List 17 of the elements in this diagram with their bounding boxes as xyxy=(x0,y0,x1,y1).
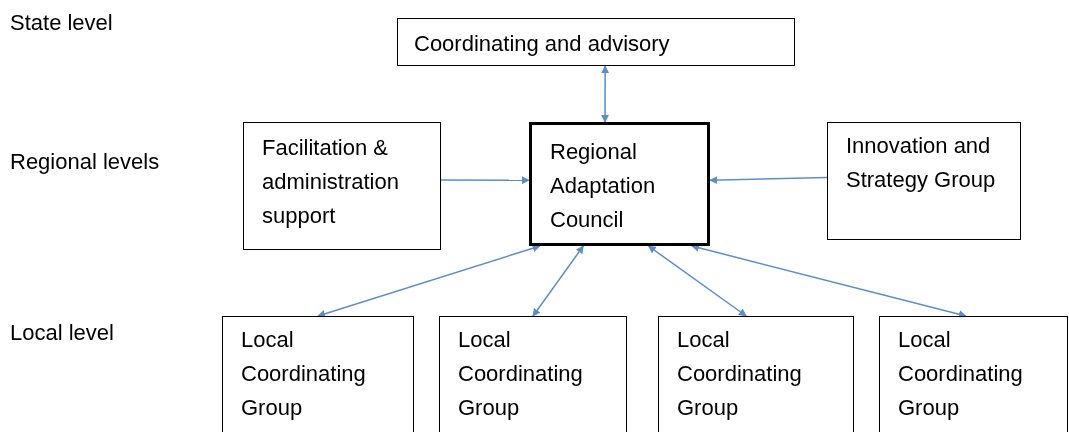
group-box: Local Coordinating Group xyxy=(658,316,854,432)
group-box: Innovation and Strategy Group xyxy=(827,122,1021,240)
council-box: Regional Adaptation Council xyxy=(529,122,710,246)
level-label: Local level xyxy=(10,319,114,347)
group-box: Coordinating and advisory xyxy=(397,18,795,66)
arrow xyxy=(601,65,610,123)
arrow xyxy=(532,245,585,317)
group-box: Local Coordinating Group xyxy=(879,316,1068,432)
arrow xyxy=(647,245,747,317)
level-label: Regional levels xyxy=(10,148,160,176)
level-label: State level xyxy=(10,9,113,37)
arrow xyxy=(709,176,828,185)
group-box: Local Coordinating Group xyxy=(222,316,414,432)
group-box: Local Coordinating Group xyxy=(439,316,627,432)
group-box: Facilitation & administration support xyxy=(243,122,441,250)
arrow xyxy=(440,176,530,185)
arrow xyxy=(317,244,541,318)
